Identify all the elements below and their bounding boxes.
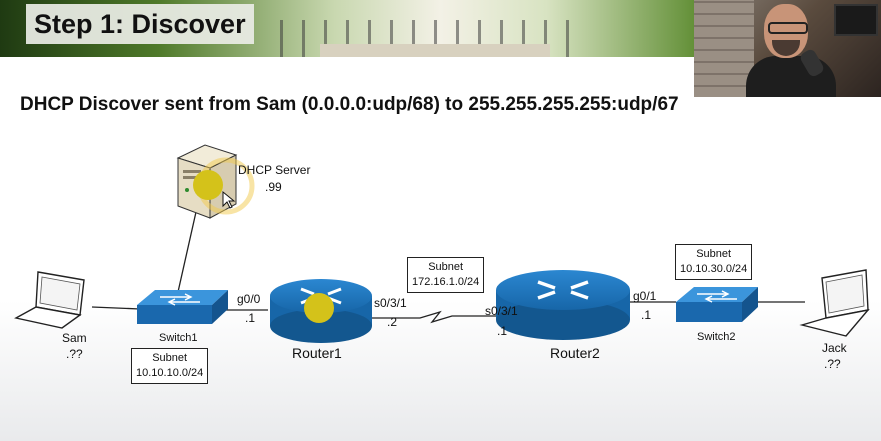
subnet-wan-value: 172.16.1.0/24 bbox=[412, 276, 480, 288]
subnet-right-value: 10.10.30.0/24 bbox=[680, 263, 748, 275]
links bbox=[91, 211, 805, 324]
jack-address: .?? bbox=[824, 357, 841, 371]
router2-label: Router2 bbox=[550, 345, 600, 361]
sam-label: Sam bbox=[62, 331, 87, 345]
router2-s031-label: s0/3/1 bbox=[485, 304, 518, 318]
subnet-left-value: 10.10.10.0/24 bbox=[136, 367, 204, 379]
packet-highlight-router1 bbox=[304, 293, 334, 323]
switch2-label: Switch2 bbox=[697, 331, 736, 343]
banner-bridge-deck bbox=[320, 44, 550, 57]
cursor-arrow-icon bbox=[222, 190, 236, 209]
subnet-wan-label: Subnet bbox=[428, 261, 464, 273]
packet-highlight-server bbox=[193, 170, 223, 200]
router1-s031-address: .2 bbox=[387, 315, 398, 329]
router-icon bbox=[496, 270, 630, 340]
laptop-icon bbox=[799, 269, 870, 337]
link-switch1-server bbox=[177, 211, 197, 293]
subnet-box-wan: Subnet 172.16.1.0/24 bbox=[407, 257, 485, 293]
subnet-box-right: Subnet 10.10.30.0/24 bbox=[675, 244, 753, 280]
subnet-right-label: Subnet bbox=[696, 248, 732, 260]
router2-g01-label: g0/1 bbox=[633, 289, 657, 303]
router2-g01-address: .1 bbox=[641, 308, 652, 322]
webcam-presenter-beard bbox=[772, 40, 800, 56]
switch1-label: Switch1 bbox=[159, 332, 198, 344]
laptop-icon bbox=[14, 271, 85, 329]
dhcp-server-address: .99 bbox=[265, 180, 282, 194]
router1-label: Router1 bbox=[292, 345, 342, 361]
router2-s031-address: .1 bbox=[497, 324, 508, 338]
webcam-monitor bbox=[834, 4, 878, 36]
subnet-box-left: Subnet 10.10.10.0/24 bbox=[131, 348, 209, 384]
subnet-left-label: Subnet bbox=[152, 352, 188, 364]
jack-label: Jack bbox=[822, 341, 847, 355]
webcam-overlay bbox=[694, 0, 881, 97]
router1-g00-label: g0/0 bbox=[237, 292, 261, 306]
switch-icon bbox=[676, 287, 758, 322]
router1-g00-address: .1 bbox=[245, 311, 256, 325]
switch-icon bbox=[137, 290, 228, 324]
sam-address: .?? bbox=[66, 347, 83, 361]
webcam-background-shelf bbox=[694, 0, 754, 97]
dhcp-server-label: DHCP Server bbox=[238, 163, 311, 177]
slide-heading: DHCP Discover sent from Sam (0.0.0.0:udp… bbox=[20, 94, 679, 115]
slide-title: Step 1: Discover bbox=[26, 4, 254, 44]
link-sam-switch1 bbox=[91, 306, 141, 310]
webcam-presenter-glasses bbox=[768, 22, 808, 34]
link-router1-router2-serial bbox=[372, 310, 496, 324]
router1-s031-label: s0/3/1 bbox=[374, 296, 407, 310]
